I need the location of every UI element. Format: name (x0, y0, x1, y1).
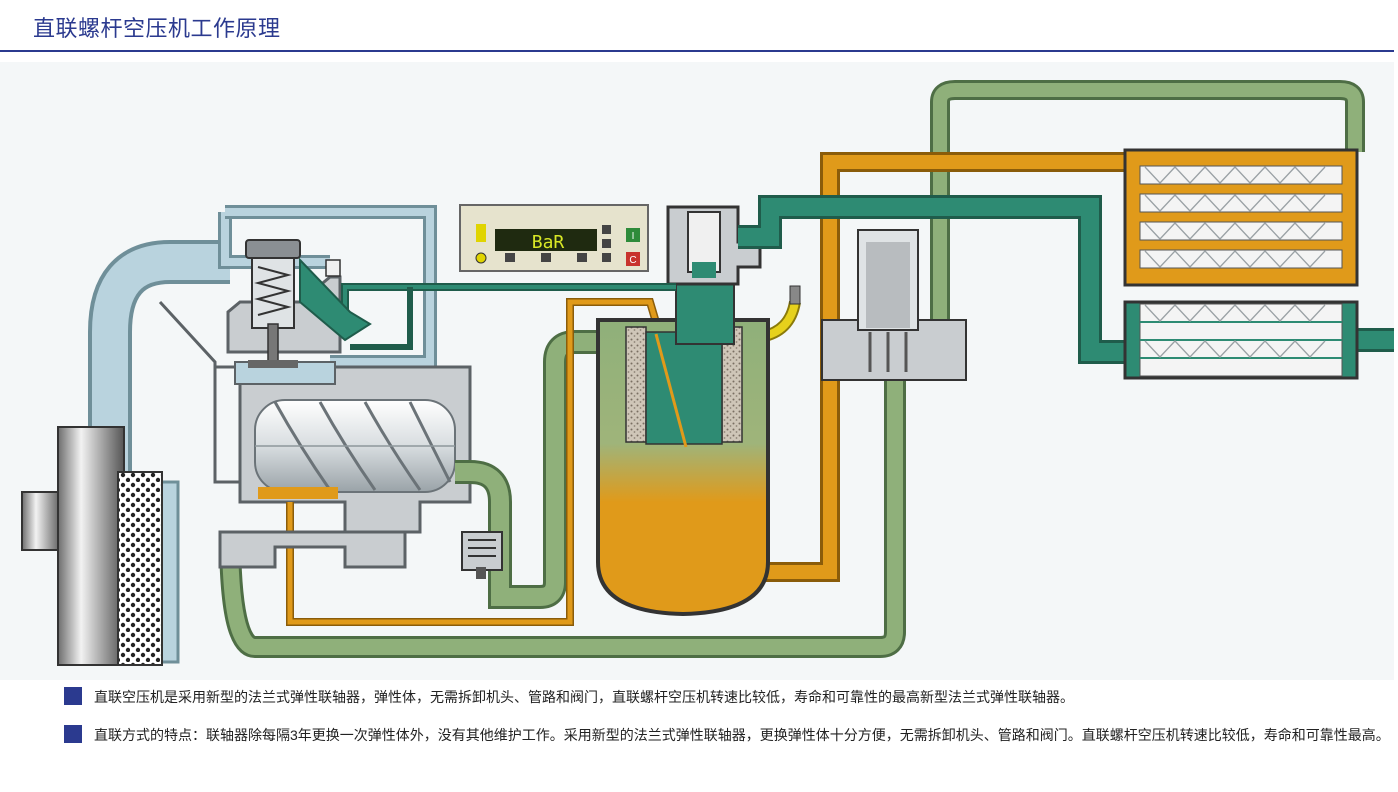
after-cooler (1123, 300, 1359, 380)
bullet-square-icon (64, 687, 82, 705)
page-title: 直联螺杆空压机工作原理 (33, 16, 281, 41)
stop-key[interactable]: C (629, 255, 636, 266)
paragraph-2: 直联方式的特点：联轴器除每隔3年更换一次弹性体外，没有其他维护工作。采用新型的法… (0, 716, 1394, 754)
air-filter (21, 426, 163, 666)
paragraph-1-text: 直联空压机是采用新型的法兰式弹性联轴器，弹性体，无需拆卸机头、管路和阀门，直联螺… (94, 689, 1074, 705)
start-key[interactable]: I (632, 231, 635, 242)
thermostatic-valve (218, 530, 503, 579)
paragraph-1: 直联空压机是采用新型的法兰式弹性联轴器，弹性体，无需拆卸机头、管路和阀门，直联螺… (0, 678, 1394, 716)
minimum-pressure-valve (666, 205, 762, 286)
oil-cooler (1123, 148, 1359, 287)
oil-separator-tank (596, 283, 770, 617)
compressor-diagram: BaR I C (0, 62, 1394, 680)
paragraph-2-text: 直联方式的特点：联轴器除每隔3年更换一次弹性体外，没有其他维护工作。采用新型的法… (94, 727, 1390, 743)
bar-display-icon: BaR (532, 232, 565, 253)
controller-panel: BaR I C (459, 204, 649, 272)
bullet-square-icon (64, 725, 82, 743)
power-icon (475, 252, 487, 264)
oil-air-mix-lines (219, 80, 1365, 658)
screw-rotors (254, 399, 456, 499)
oil-filter (821, 229, 967, 381)
title-divider (0, 50, 1394, 52)
